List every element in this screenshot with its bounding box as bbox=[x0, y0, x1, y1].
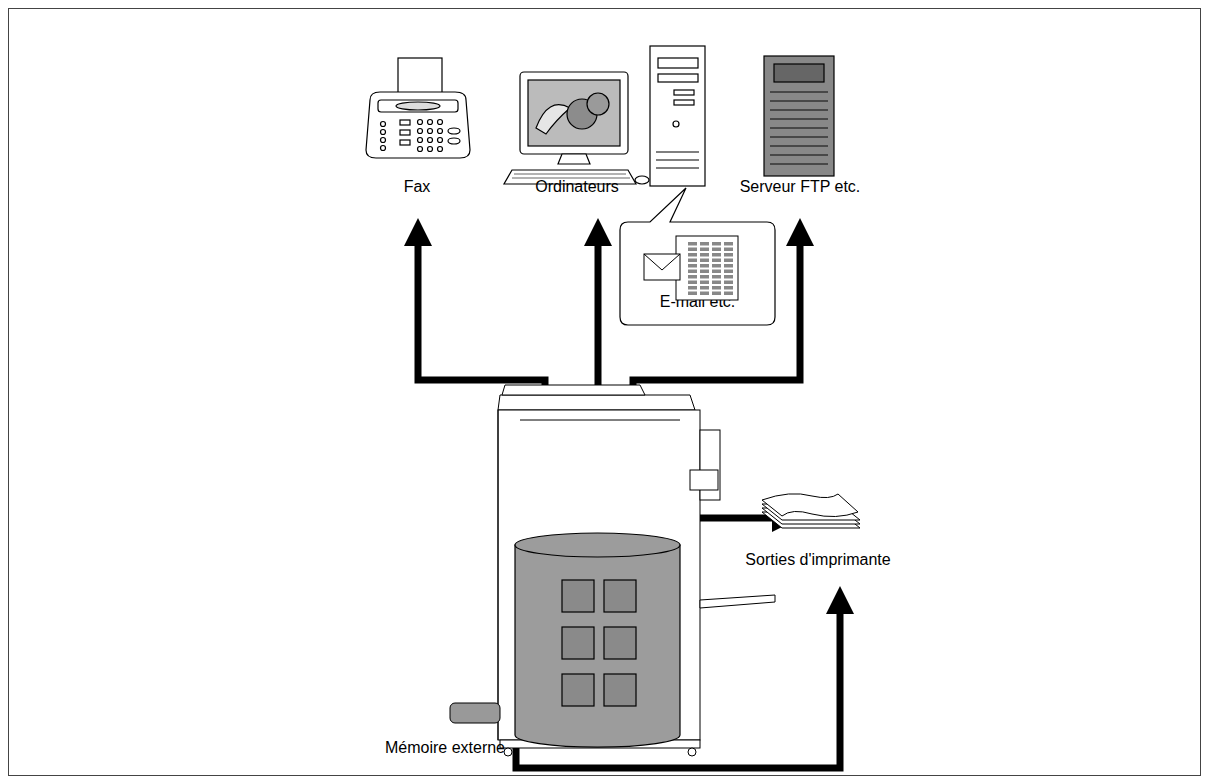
icon-label: Fax bbox=[404, 177, 431, 196]
multifunction-printer bbox=[498, 385, 775, 756]
icon-label: Ordinateurs bbox=[535, 177, 619, 196]
paper-stack bbox=[762, 494, 860, 528]
fax-icon bbox=[366, 58, 470, 158]
callout-bubble: E-mail etc. bbox=[620, 222, 775, 325]
usb-memory bbox=[450, 703, 500, 723]
icon-label: Mémoire externe bbox=[385, 738, 505, 757]
callout-text: E-mail etc. bbox=[628, 292, 767, 311]
storage-cylinder bbox=[515, 533, 680, 747]
computer-icon bbox=[504, 46, 705, 186]
icon-label: Serveur FTP etc. bbox=[740, 177, 861, 196]
server-icon bbox=[764, 56, 834, 176]
icon-label: Sorties d'imprimante bbox=[745, 550, 890, 569]
frame bbox=[9, 9, 1201, 776]
